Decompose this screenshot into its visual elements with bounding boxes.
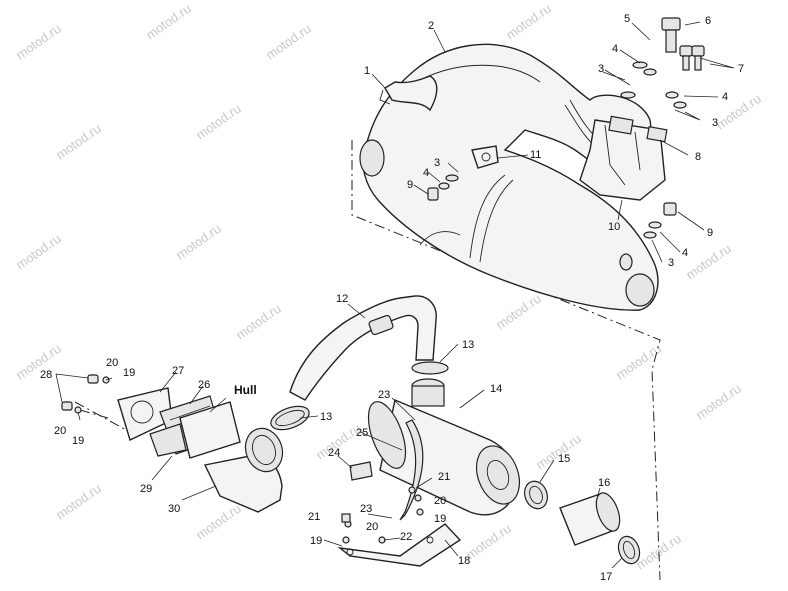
lower-fasteners bbox=[61, 374, 424, 544]
callout-9: 9 bbox=[707, 227, 713, 239]
callout-14: 14 bbox=[490, 383, 502, 395]
callout-3: 3 bbox=[712, 117, 718, 129]
callout-6: 6 bbox=[705, 15, 711, 27]
outlet-fitting bbox=[379, 75, 438, 112]
centerlines bbox=[74, 140, 661, 581]
svg-text:motod.ru: motod.ru bbox=[233, 301, 284, 343]
svg-text:motod.ru: motod.ru bbox=[503, 1, 554, 43]
hull-fitting-parts bbox=[117, 387, 284, 513]
callout-11: 11 bbox=[530, 149, 541, 161]
callout-1: 1 bbox=[364, 65, 370, 77]
svg-text:motod.ru: motod.ru bbox=[693, 381, 744, 423]
callout-28: 28 bbox=[40, 369, 52, 381]
clip bbox=[471, 145, 499, 169]
callout-20: 20 bbox=[434, 495, 446, 507]
svg-text:motod.ru: motod.ru bbox=[613, 341, 664, 383]
mount-bracket bbox=[579, 115, 668, 201]
svg-text:motod.ru: motod.ru bbox=[193, 501, 244, 543]
callout-19: 19 bbox=[310, 535, 322, 547]
callout-13: 13 bbox=[462, 339, 474, 351]
svg-text:motod.ru: motod.ru bbox=[713, 91, 764, 133]
outlet-parts bbox=[524, 480, 641, 565]
callout-20: 20 bbox=[106, 357, 118, 369]
callout-3: 3 bbox=[434, 157, 440, 169]
svg-text:motod.ru: motod.ru bbox=[173, 221, 224, 263]
callout-4: 4 bbox=[612, 43, 618, 55]
callout-13: 13 bbox=[320, 411, 332, 423]
callout-2: 2 bbox=[428, 20, 434, 32]
callout-21: 21 bbox=[438, 471, 450, 483]
svg-text:motod.ru: motod.ru bbox=[53, 121, 104, 163]
svg-text:motod.ru: motod.ru bbox=[53, 481, 104, 523]
callout-3: 3 bbox=[668, 257, 674, 269]
callout-19: 19 bbox=[72, 435, 84, 447]
callout-3: 3 bbox=[598, 63, 604, 75]
svg-text:motod.ru: motod.ru bbox=[263, 21, 314, 63]
callout-15: 15 bbox=[558, 453, 570, 465]
svg-text:motod.ru: motod.ru bbox=[193, 101, 244, 143]
top-fasteners bbox=[427, 17, 705, 271]
callout-9: 9 bbox=[407, 179, 413, 191]
svg-text:motod.ru: motod.ru bbox=[463, 521, 514, 563]
callout-5: 5 bbox=[624, 13, 630, 25]
callout-7: 7 bbox=[738, 63, 744, 75]
callout-17: 17 bbox=[600, 571, 612, 583]
callout-29: 29 bbox=[140, 483, 152, 495]
callout-20: 20 bbox=[366, 521, 378, 533]
callout-21: 21 bbox=[308, 511, 320, 523]
callout-4: 4 bbox=[682, 247, 688, 259]
callout-27: 27 bbox=[172, 365, 184, 377]
svg-text:motod.ru: motod.ru bbox=[13, 21, 64, 63]
callout-30: 30 bbox=[168, 503, 180, 515]
callout-labels: 1 2 3 3 3 3 4 4 4 4 5 6 7 8 9 9 10 11 12… bbox=[40, 13, 744, 583]
callout-10: 10 bbox=[608, 221, 620, 233]
callout-22: 22 bbox=[400, 531, 412, 543]
callout-12: 12 bbox=[336, 293, 348, 305]
pad bbox=[349, 461, 373, 481]
callout-26: 26 bbox=[198, 379, 210, 391]
muffler-strap bbox=[399, 419, 424, 521]
callout-23: 23 bbox=[378, 389, 390, 401]
leader-lines bbox=[55, 21, 735, 569]
svg-text:motod.ru: motod.ru bbox=[683, 241, 734, 283]
callout-16: 16 bbox=[598, 477, 610, 489]
svg-text:motod.ru: motod.ru bbox=[13, 231, 64, 273]
svg-text:motod.ru: motod.ru bbox=[533, 431, 584, 473]
callout-19: 19 bbox=[434, 513, 446, 525]
callout-8: 8 bbox=[695, 151, 701, 163]
callout-4: 4 bbox=[423, 167, 429, 179]
hose-clamps bbox=[270, 361, 449, 431]
callout-24: 24 bbox=[328, 447, 340, 459]
callout-18: 18 bbox=[458, 555, 470, 567]
callout-19: 19 bbox=[123, 367, 135, 379]
svg-text:motod.ru: motod.ru bbox=[493, 291, 544, 333]
callout-4: 4 bbox=[722, 91, 728, 103]
support-bracket bbox=[337, 523, 462, 567]
svg-text:motod.ru: motod.ru bbox=[143, 1, 194, 43]
callout-20: 20 bbox=[54, 425, 66, 437]
callout-25: 25 bbox=[356, 427, 368, 439]
callout-23: 23 bbox=[360, 503, 372, 515]
hull-label: Hull bbox=[234, 383, 257, 397]
